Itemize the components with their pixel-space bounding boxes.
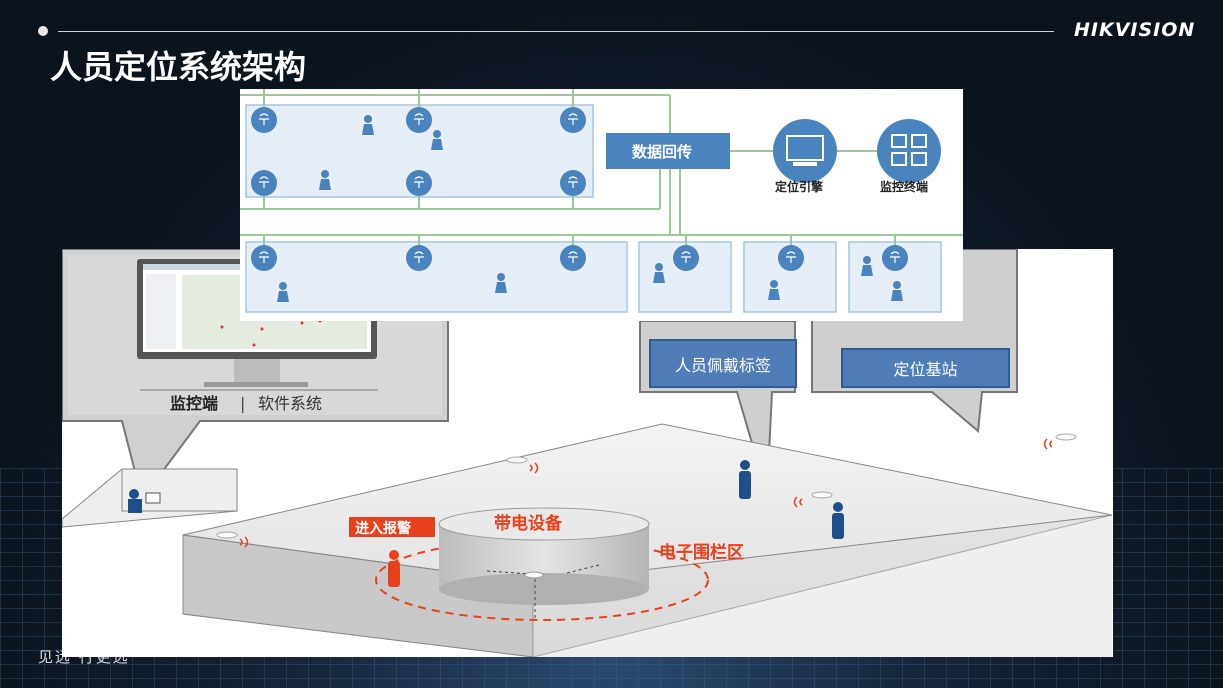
monitor-label: 监控端 <box>170 394 218 413</box>
operator-desk <box>62 468 238 528</box>
fence-label: 电子围栏区 <box>659 542 744 563</box>
person-icons <box>277 115 903 302</box>
floor-stations <box>216 433 1077 539</box>
monitoring-terminal-label: 监控终端 <box>880 179 928 194</box>
brand-logo: HIKVISION <box>1074 19 1196 41</box>
data-return-label: 数据回传 <box>632 143 692 161</box>
tag-callout-label: 人员佩戴标签 <box>649 339 797 388</box>
data-return-box <box>606 133 730 169</box>
electronic-fence <box>375 539 709 621</box>
positioning-engine-icon <box>773 119 837 183</box>
station-callout-label: 定位基站 <box>841 348 1010 388</box>
svg-text:|: | <box>240 394 245 413</box>
positioning-engine-label: 定位引擎 <box>775 179 823 194</box>
device-label: 带电设备 <box>494 513 563 534</box>
monitor-sublabel: 软件系统 <box>258 394 322 413</box>
worker-figures <box>739 460 844 539</box>
page-title: 人员定位系统架构 <box>50 48 307 86</box>
monitor-callout: 监控端 | 软件系统 <box>62 249 449 502</box>
header-dot <box>38 26 48 36</box>
header-line <box>58 31 1054 32</box>
monitoring-terminal-icon <box>877 119 941 183</box>
architecture-diagram: 数据回传 定位引擎 监控终端 <box>240 89 963 321</box>
alarm-label: 进入报警 <box>355 520 411 537</box>
alarm-worker <box>388 550 400 587</box>
live-equipment <box>438 507 650 619</box>
